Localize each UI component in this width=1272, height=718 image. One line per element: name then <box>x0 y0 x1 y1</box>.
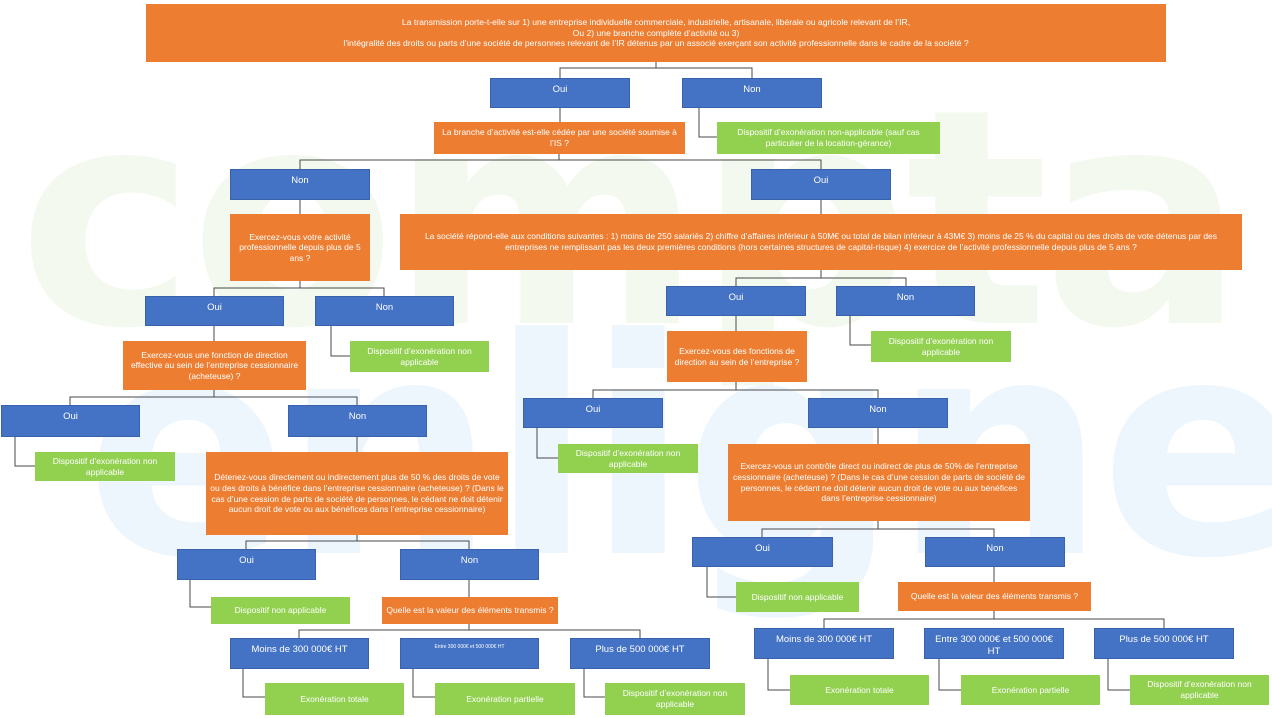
answer-branche-oui: Oui <box>751 169 891 200</box>
result-root-non-applicable: Dispositif d’exonération non-applicable … <box>717 122 940 154</box>
answer-activite-non: Non <box>315 296 454 326</box>
result-detenez-oui-non-applicable: Dispositif non applicable <box>211 597 350 624</box>
answer-activite-oui: Oui <box>145 296 284 326</box>
answer-root-oui: Oui <box>490 78 630 108</box>
answer-conditions-non: Non <box>836 286 975 316</box>
answer-branche-non: Non <box>230 169 370 200</box>
question-activite-5-ans: Exercez-vous votre activité professionne… <box>230 214 370 281</box>
result-left-exoneration-partielle: Exonération partielle <box>435 683 575 715</box>
question-transmission-scope-line-1: La transmission porte-t-elle sur 1) une … <box>401 16 911 27</box>
question-transmission-scope-line-3: l’intégralité des droits ou parts d’une … <box>343 38 969 49</box>
answer-right-plus-500k: Plus de 500 000€ HT <box>1094 628 1234 659</box>
result-direction-oui-non-applicable: Dispositif d’exonération non applicable <box>35 452 175 481</box>
question-controle-50-pourcent: Exercez-vous un contrôle direct ou indir… <box>728 444 1030 521</box>
answer-right-moins-300k: Moins de 300 000€ HT <box>754 628 894 659</box>
answer-fonctions-non: Non <box>808 398 948 428</box>
result-activite-non-applicable: Dispositif d’exonération non applicable <box>350 341 489 372</box>
answer-direction-non: Non <box>288 405 427 437</box>
question-conditions-pme: La société répond-elle aux conditions su… <box>400 214 1242 270</box>
result-right-plus-500k-non-applicable: Dispositif d’exonération non applicable <box>1130 675 1269 705</box>
result-right-exoneration-totale: Exonération totale <box>790 675 929 705</box>
answer-left-moins-300k: Moins de 300 000€ HT <box>230 638 369 669</box>
answer-left-plus-500k: Plus de 500 000€ HT <box>570 638 710 669</box>
question-valeur-right: Quelle est la valeur des éléments transm… <box>898 582 1091 611</box>
result-left-plus-500k-non-applicable: Dispositif d’exonération non applicable <box>605 683 745 715</box>
result-controle-oui-non-applicable: Dispositif non applicable <box>736 582 859 612</box>
answer-detenez-non: Non <box>400 549 539 580</box>
answer-fonctions-oui: Oui <box>523 398 663 428</box>
question-transmission-scope: La transmission porte-t-elle sur 1) une … <box>146 4 1166 62</box>
answer-conditions-oui: Oui <box>666 286 806 316</box>
question-fonctions-direction: Exercez-vous des fonctions de direction … <box>667 331 807 382</box>
answer-root-non: Non <box>682 78 822 108</box>
question-branche-is: La branche d’activité est-elle cédée par… <box>434 122 685 154</box>
answer-controle-non: Non <box>925 537 1065 567</box>
answer-direction-oui: Oui <box>1 405 140 437</box>
answer-detenez-oui: Oui <box>177 549 316 580</box>
question-detenez-50-pourcent: Détenez-vous directement ou indirectemen… <box>206 452 508 535</box>
result-right-exoneration-partielle: Exonération partielle <box>961 675 1100 705</box>
result-left-exoneration-totale: Exonération totale <box>265 683 404 715</box>
result-fonctions-oui-non-applicable: Dispositif d’exonération non applicable <box>558 444 698 473</box>
answer-controle-oui: Oui <box>692 537 833 567</box>
question-valeur-left: Quelle est la valeur des éléments transm… <box>382 597 558 624</box>
answer-right-entre-300k-500k: Entre 300 000€ et 500 000€ HT <box>924 628 1064 659</box>
question-transmission-scope-line-2: Ou 2) une branche complète d’activité ou… <box>572 27 740 38</box>
question-direction-cessionnaire: Exercez-vous une fonction de direction e… <box>123 341 306 390</box>
answer-left-entre-300k-500k: Entre 300 000€ et 500 000€ HT <box>400 638 539 669</box>
result-conditions-non-applicable: Dispositif d’exonération non applicable <box>871 331 1011 362</box>
